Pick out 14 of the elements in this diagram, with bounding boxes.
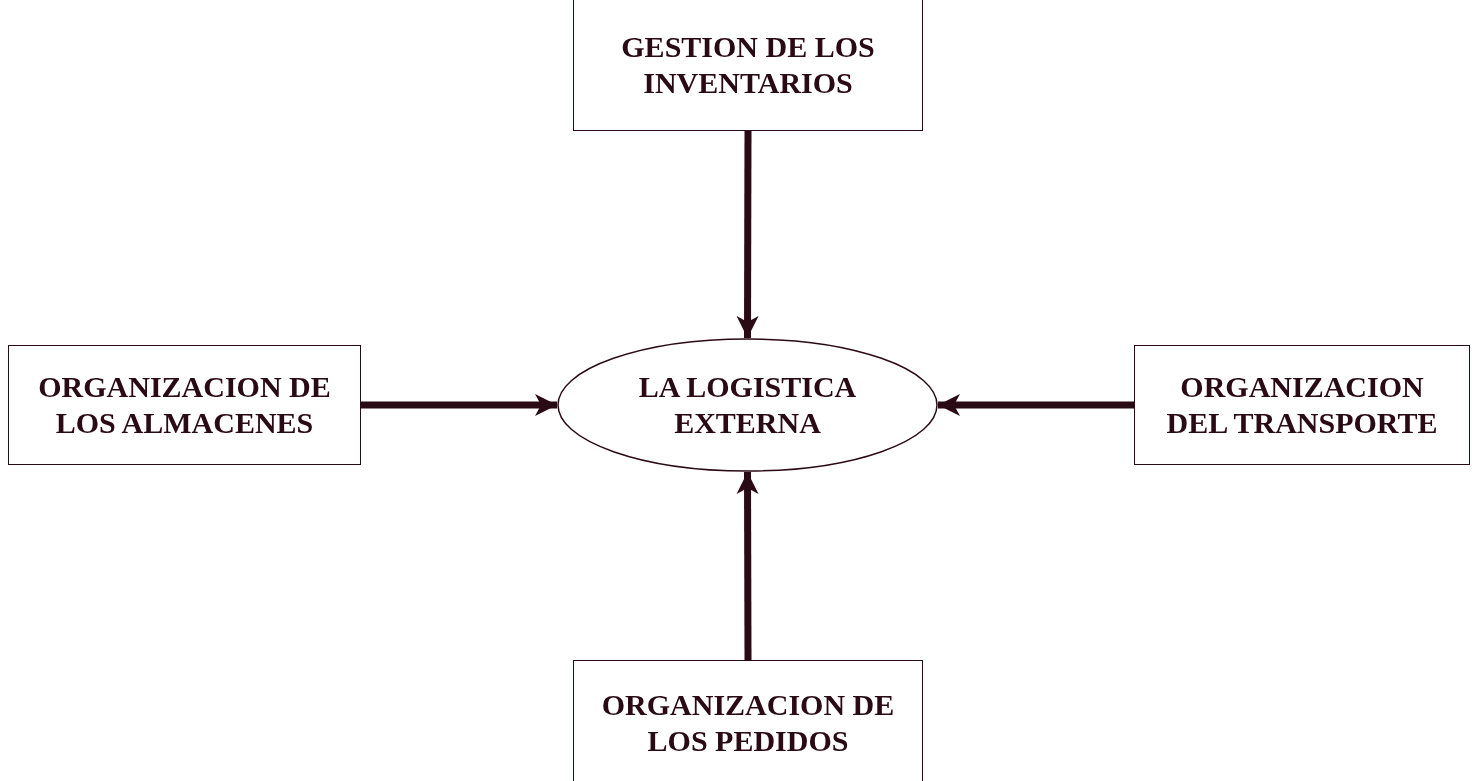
process-box xyxy=(1134,345,1470,465)
arrow xyxy=(938,394,1134,416)
node-label: ORGANIZACION DE LOS PEDIDOS xyxy=(600,686,896,759)
node-label: ORGANIZACION DEL TRANSPORTE xyxy=(1165,369,1439,441)
arrow xyxy=(361,394,557,416)
arrow xyxy=(736,472,759,660)
process-box xyxy=(8,345,361,465)
node-label: GESTION DE LOS INVENTARIOS xyxy=(620,28,876,101)
process-box xyxy=(573,0,923,131)
arrow xyxy=(736,131,759,338)
node-label: LA LOGISTICA EXTERNA xyxy=(637,369,858,441)
ellipse-node xyxy=(557,338,938,472)
process-box xyxy=(573,660,923,781)
node-label: ORGANIZACION DE LOS ALMACENES xyxy=(37,369,332,441)
